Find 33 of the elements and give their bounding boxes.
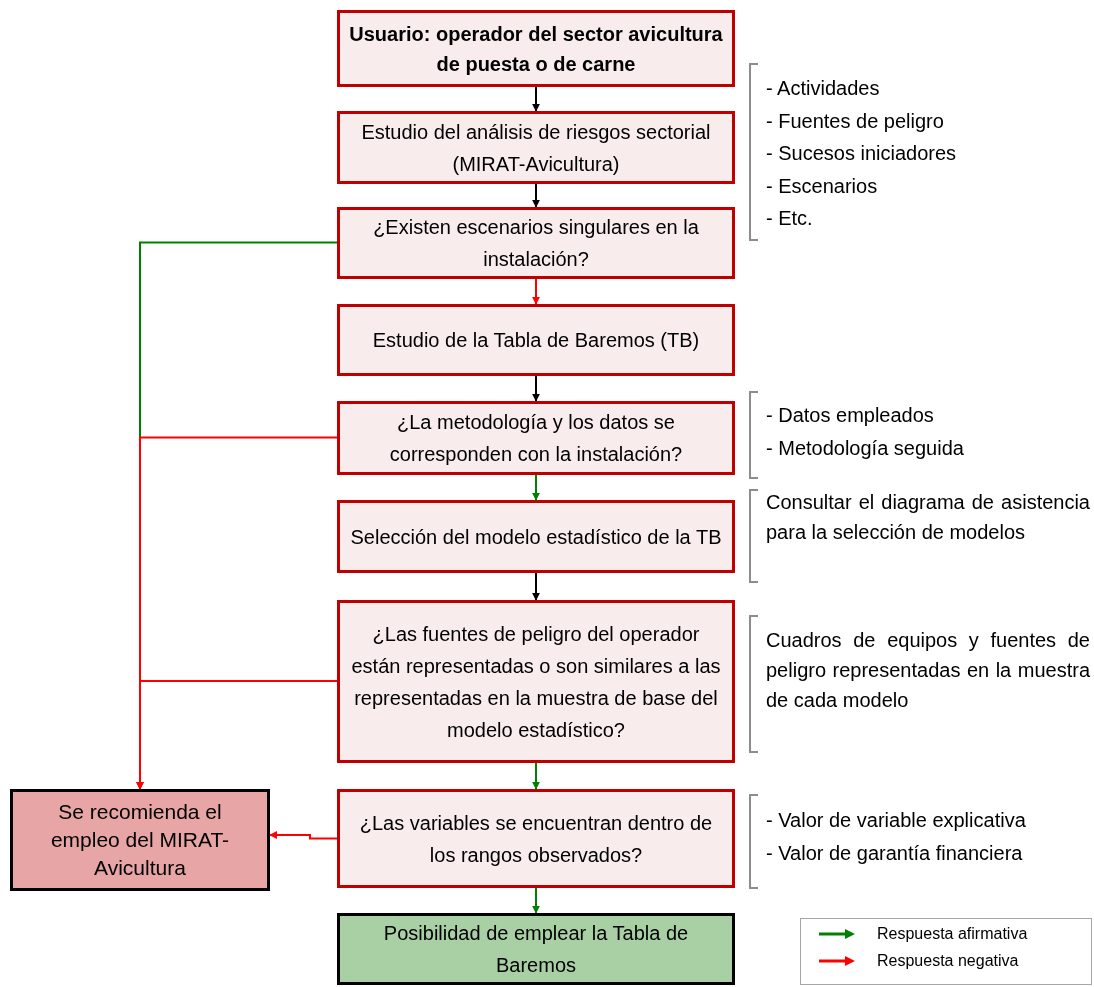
- arrow: [532, 183, 540, 208]
- arrow: [532, 375, 540, 402]
- recommendation-box: Se recomienda el empleo del MIRAT-Avicultura: [10, 789, 270, 891]
- arrow: [532, 278, 540, 305]
- legend-label: Respuesta negativa: [877, 952, 1019, 970]
- decision-box: ¿Existen escenarios singulares en la instalación?: [337, 207, 735, 279]
- decision-box: ¿La metodología y los datos se corresponden con la instalación?: [337, 401, 735, 475]
- process-box: Estudio del análisis de riesgos sectorial (MIRAT-Avicultura): [337, 111, 735, 184]
- legend-label: Respuesta afirmativa: [877, 925, 1028, 943]
- note-item: - Metodología seguida: [766, 435, 965, 461]
- note-item: - Etc.: [766, 206, 814, 231]
- arrow: [532, 572, 540, 601]
- note-item: - Datos empleados: [766, 403, 935, 428]
- note-item: - Escenarios: [766, 173, 879, 199]
- note-item: - Valor de garantía financiera: [766, 840, 1024, 866]
- start-box: Usuario: operador del sector avicultura de puesta o de carne: [337, 10, 735, 87]
- process-box: Selección del modelo estadístico de la TB: [337, 500, 735, 573]
- note-item: - Valor de variable explicativa: [766, 808, 1027, 833]
- note-item: - Sucesos iniciadores: [766, 141, 958, 166]
- note-text: Cuadros de equipos y fuentes de peligro representadas en la muestra de cada modelo: [766, 628, 1090, 713]
- arrow: [269, 831, 338, 840]
- decision-box: ¿Las variables se encuentran dentro de los rangos observados?: [337, 789, 735, 888]
- arrow: [532, 474, 540, 501]
- arrow: [532, 762, 540, 790]
- process-box: Estudio de la Tabla de Baremos (TB): [337, 304, 735, 376]
- decision-box: ¿Las fuentes de peligro del operador están representadas o son similares a las representadas en la muestra de base del modelo estadístico?: [337, 600, 735, 763]
- arrow: [136, 680, 338, 790]
- note-text: Consultar el diagrama de asistencia para la selección de modelos: [766, 490, 1090, 545]
- arrow: [532, 86, 540, 112]
- result-box: Posibilidad de emplear la Tabla de Baremos: [337, 913, 735, 985]
- note-item: - Fuentes de peligro: [766, 108, 945, 134]
- note-item: - Actividades: [766, 76, 881, 101]
- arrow: [532, 887, 540, 914]
